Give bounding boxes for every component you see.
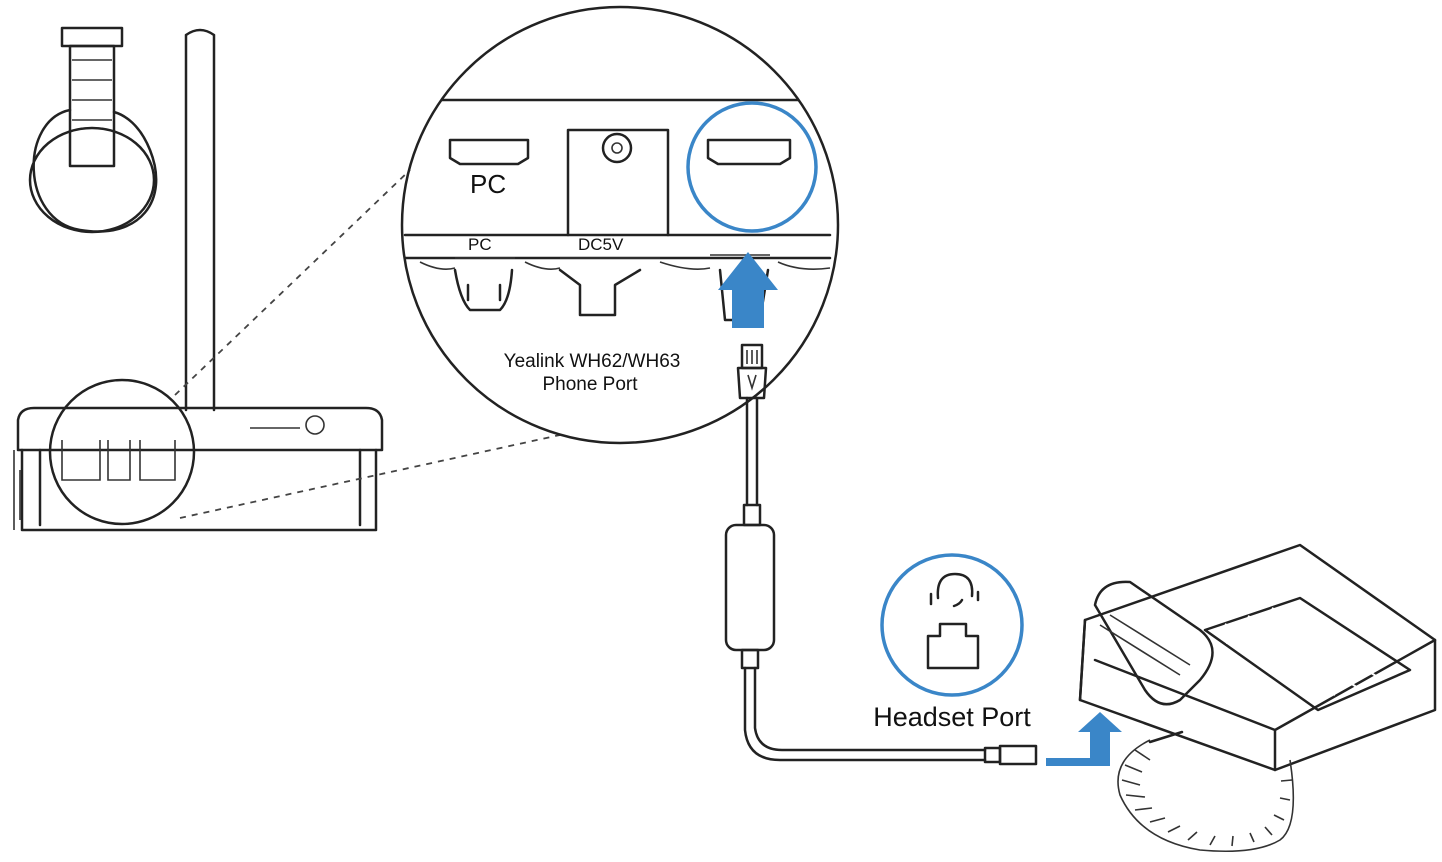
phone-port-label-line2: Phone Port [542,374,638,395]
phone-port-label-line1: Yealink WH62/WH63 [504,351,681,372]
headset-icon [929,572,980,608]
rj-port-icon [926,622,980,670]
keypad [1203,596,1412,712]
dc5v-label: DC5V [578,235,624,254]
headset-port-label: Headset Port [873,702,1031,732]
zoom-line-top [174,169,411,396]
pc-port-label: PC [470,169,506,199]
headset-cable [724,343,1038,766]
pc-small-label: PC [468,235,492,254]
arrow-right-up-icon [1046,712,1122,766]
headset-port-callout: Headset Port [873,553,1031,732]
base-zoom-circle [48,378,196,526]
desk-phone [1078,543,1437,853]
headset-base-station [13,26,384,532]
arrow-up-icon [718,252,778,328]
zoom-line-bottom [179,434,561,519]
phone-port-highlight [686,101,818,233]
port-detail-zoom: PC PC DC5V Yealink WH62/WH63 Phone Port [400,5,840,445]
inline-adapter-box [724,523,776,652]
headset-icon [28,26,158,234]
